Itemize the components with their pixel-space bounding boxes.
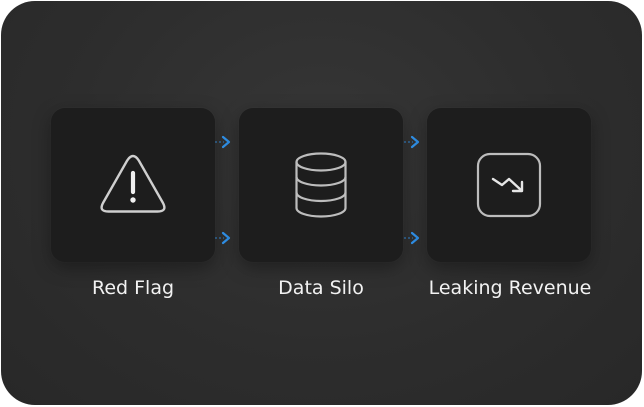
node-data-silo bbox=[239, 108, 403, 262]
trend-down-icon bbox=[476, 152, 542, 218]
node-label-data-silo: Data Silo bbox=[278, 277, 364, 299]
database-icon bbox=[295, 152, 347, 218]
connector-arrow-bottom-1 bbox=[215, 231, 231, 245]
connector-arrow-top-1 bbox=[215, 135, 231, 149]
node-label-leaking-revenue: Leaking Revenue bbox=[428, 277, 592, 299]
node-red-flag bbox=[51, 108, 215, 262]
node-label-red-flag: Red Flag bbox=[91, 277, 175, 299]
warning-triangle-icon bbox=[100, 154, 166, 213]
connector-arrow-top-2 bbox=[404, 135, 420, 149]
connector-arrow-bottom-2 bbox=[404, 231, 420, 245]
node-leaking-revenue bbox=[427, 108, 591, 262]
